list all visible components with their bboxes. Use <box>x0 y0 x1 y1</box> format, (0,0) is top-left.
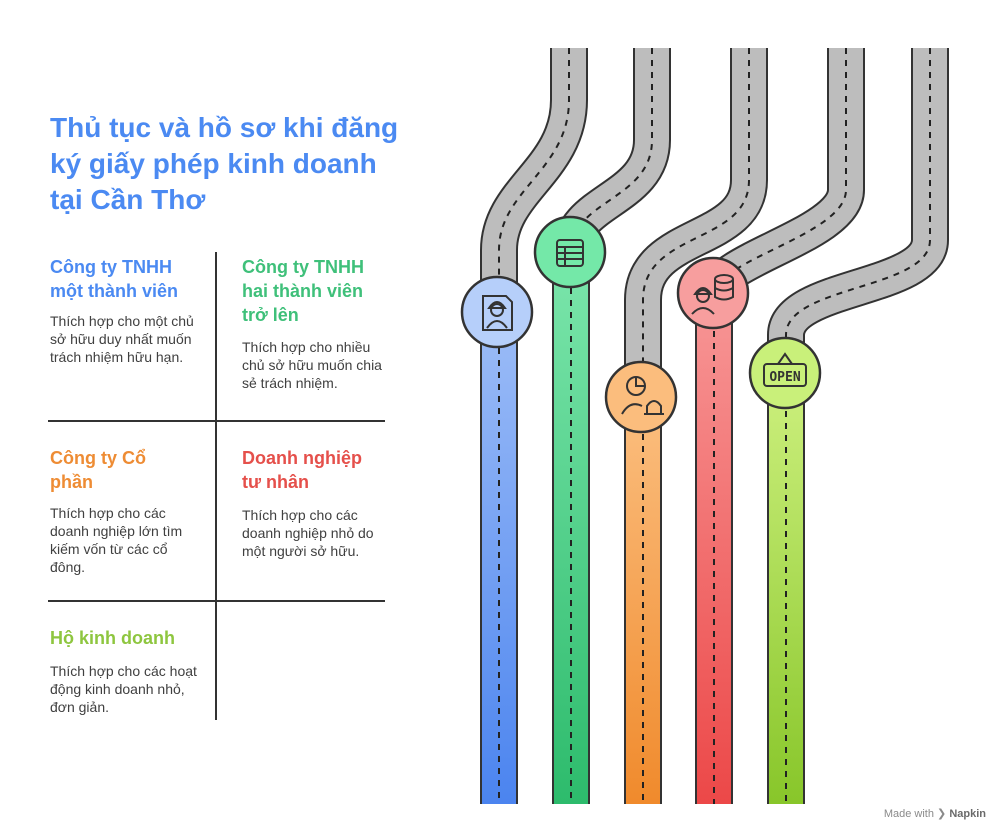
cell-title-ho-kinh-doanh: Hộ kinh doanh <box>50 628 175 648</box>
footer-brand: Napkin <box>949 808 986 820</box>
road-blue <box>480 312 518 804</box>
gray-road-upper-3 <box>624 48 768 398</box>
grid-divider-horizontal-2 <box>48 600 385 602</box>
spreadsheet-icon <box>533 215 607 289</box>
napkin-logo-icon: ❯ <box>937 808 947 820</box>
gray-road-upper-1 <box>480 48 588 312</box>
cell-desc-co-phan: Thích hợp cho các doanh nghiệp lớn tìm k… <box>50 505 183 575</box>
road-green <box>552 252 590 804</box>
worker-document-icon <box>460 275 534 349</box>
grid-divider-horizontal-1 <box>48 420 385 422</box>
road-lime <box>767 375 805 804</box>
road-orange <box>624 398 662 804</box>
cell-title-tnhh-hai-thanh-vien: Công ty TNHH hai thành viên trở lên <box>242 257 364 325</box>
page-title: Thủ tục và hồ sơ khi đăng ký giấy phép k… <box>50 112 399 215</box>
pie-chart-bell-icon <box>604 360 678 434</box>
cell-desc-ho-kinh-doanh: Thích hợp cho các hoạt động kinh doanh n… <box>50 663 197 715</box>
cell-desc-tnhh-mot-thanh-vien: Thích hợp cho một chủ sở hữu duy nhất mu… <box>50 313 194 365</box>
gray-road-upper-5 <box>767 48 949 375</box>
open-sign-icon: OPEN <box>748 336 822 410</box>
cell-desc-tnhh-hai-thanh-vien: Thích hợp cho nhiều chủ sở hữu muốn chia… <box>242 339 382 391</box>
footer-prefix: Made with <box>883 808 934 820</box>
cell-title-co-phan: Công ty Cổ phần <box>50 448 146 492</box>
cell-title-tnhh-mot-thanh-vien: Công ty TNHH một thành viên <box>50 257 179 301</box>
cell-desc-doanh-nghiep-tu-nhan: Thích hợp cho các doanh nghiệp nhỏ do mộ… <box>242 507 374 559</box>
grid-divider-vertical <box>215 252 217 720</box>
worker-database-icon <box>676 256 750 330</box>
road-red <box>695 295 733 804</box>
open-sign-text: OPEN <box>769 370 800 385</box>
cell-title-doanh-nghiep-tu-nhan: Doanh nghiệp tư nhân <box>242 448 362 492</box>
footer-credit: Made with ❯ Napkin <box>884 807 986 820</box>
